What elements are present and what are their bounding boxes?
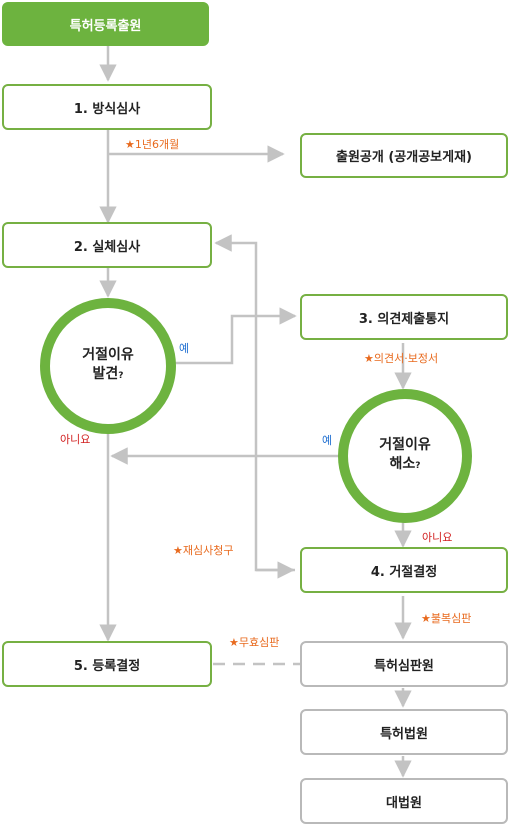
start-node: 특허등록출원 <box>2 2 209 46</box>
arrow-reexam-loop <box>214 234 295 572</box>
decision-found-line1: 거절이유 <box>82 347 134 363</box>
question-mark: ? <box>415 461 421 471</box>
star-icon: ★ <box>364 352 374 365</box>
label-invalidation: ★무효심판 <box>229 634 279 650</box>
rejection-decision-node: 4. 거절결정 <box>300 547 508 593</box>
ip-tribunal-node: 특허심판원 <box>300 641 508 687</box>
formal-exam-node: 1. 방식심사 <box>2 84 212 130</box>
label-reexam-text: 재심사청구 <box>182 544 234 557</box>
publication-node: 출원공개 (공개공보게재) <box>300 133 508 178</box>
label-yes-resolved: 예 <box>322 434 333 447</box>
label-eighteen-months: ★1년6개월 <box>125 136 179 152</box>
label-yes-found: 예 <box>179 342 190 355</box>
label-appeal: ★불복심판 <box>421 610 471 626</box>
star-icon: ★ <box>421 612 431 625</box>
label-appeal-text: 불복심판 <box>430 612 472 625</box>
arrow-found-yes-to-notice <box>172 307 297 365</box>
decision-found-line2: 발견 <box>92 366 119 382</box>
decision-resolved-line2-wrap: 해소? <box>390 455 421 476</box>
patent-court-node: 특허법원 <box>300 709 508 755</box>
label-eighteen-months-text: 1년6개월 <box>134 138 180 151</box>
star-icon: ★ <box>229 636 239 649</box>
decision-found-line2-wrap: 발견? <box>93 365 124 386</box>
decision-resolved-line1: 거절이유 <box>379 437 431 453</box>
label-opinion-text: 의견서·보정서 <box>373 352 439 365</box>
rejection-resolved-decision: 거절이유 해소? <box>338 389 472 523</box>
label-no-resolved: 아니요 <box>422 531 453 544</box>
supreme-court-node: 대법원 <box>300 778 508 824</box>
label-reexam: ★재심사청구 <box>173 542 233 558</box>
question-mark: ? <box>118 371 124 381</box>
opinion-notice-node: 3. 의견제출통지 <box>300 294 508 340</box>
registration-decision-node: 5. 등록결정 <box>2 641 212 687</box>
substantive-exam-node: 2. 실체심사 <box>2 222 212 268</box>
star-icon: ★ <box>173 544 183 557</box>
star-icon: ★ <box>125 138 135 151</box>
label-opinion: ★의견서·보정서 <box>364 350 438 366</box>
label-no-found: 아니요 <box>60 433 91 446</box>
rejection-found-decision: 거절이유 발견? <box>40 298 176 434</box>
label-invalidation-text: 무효심판 <box>238 636 280 649</box>
decision-resolved-line2: 해소 <box>389 456 416 472</box>
